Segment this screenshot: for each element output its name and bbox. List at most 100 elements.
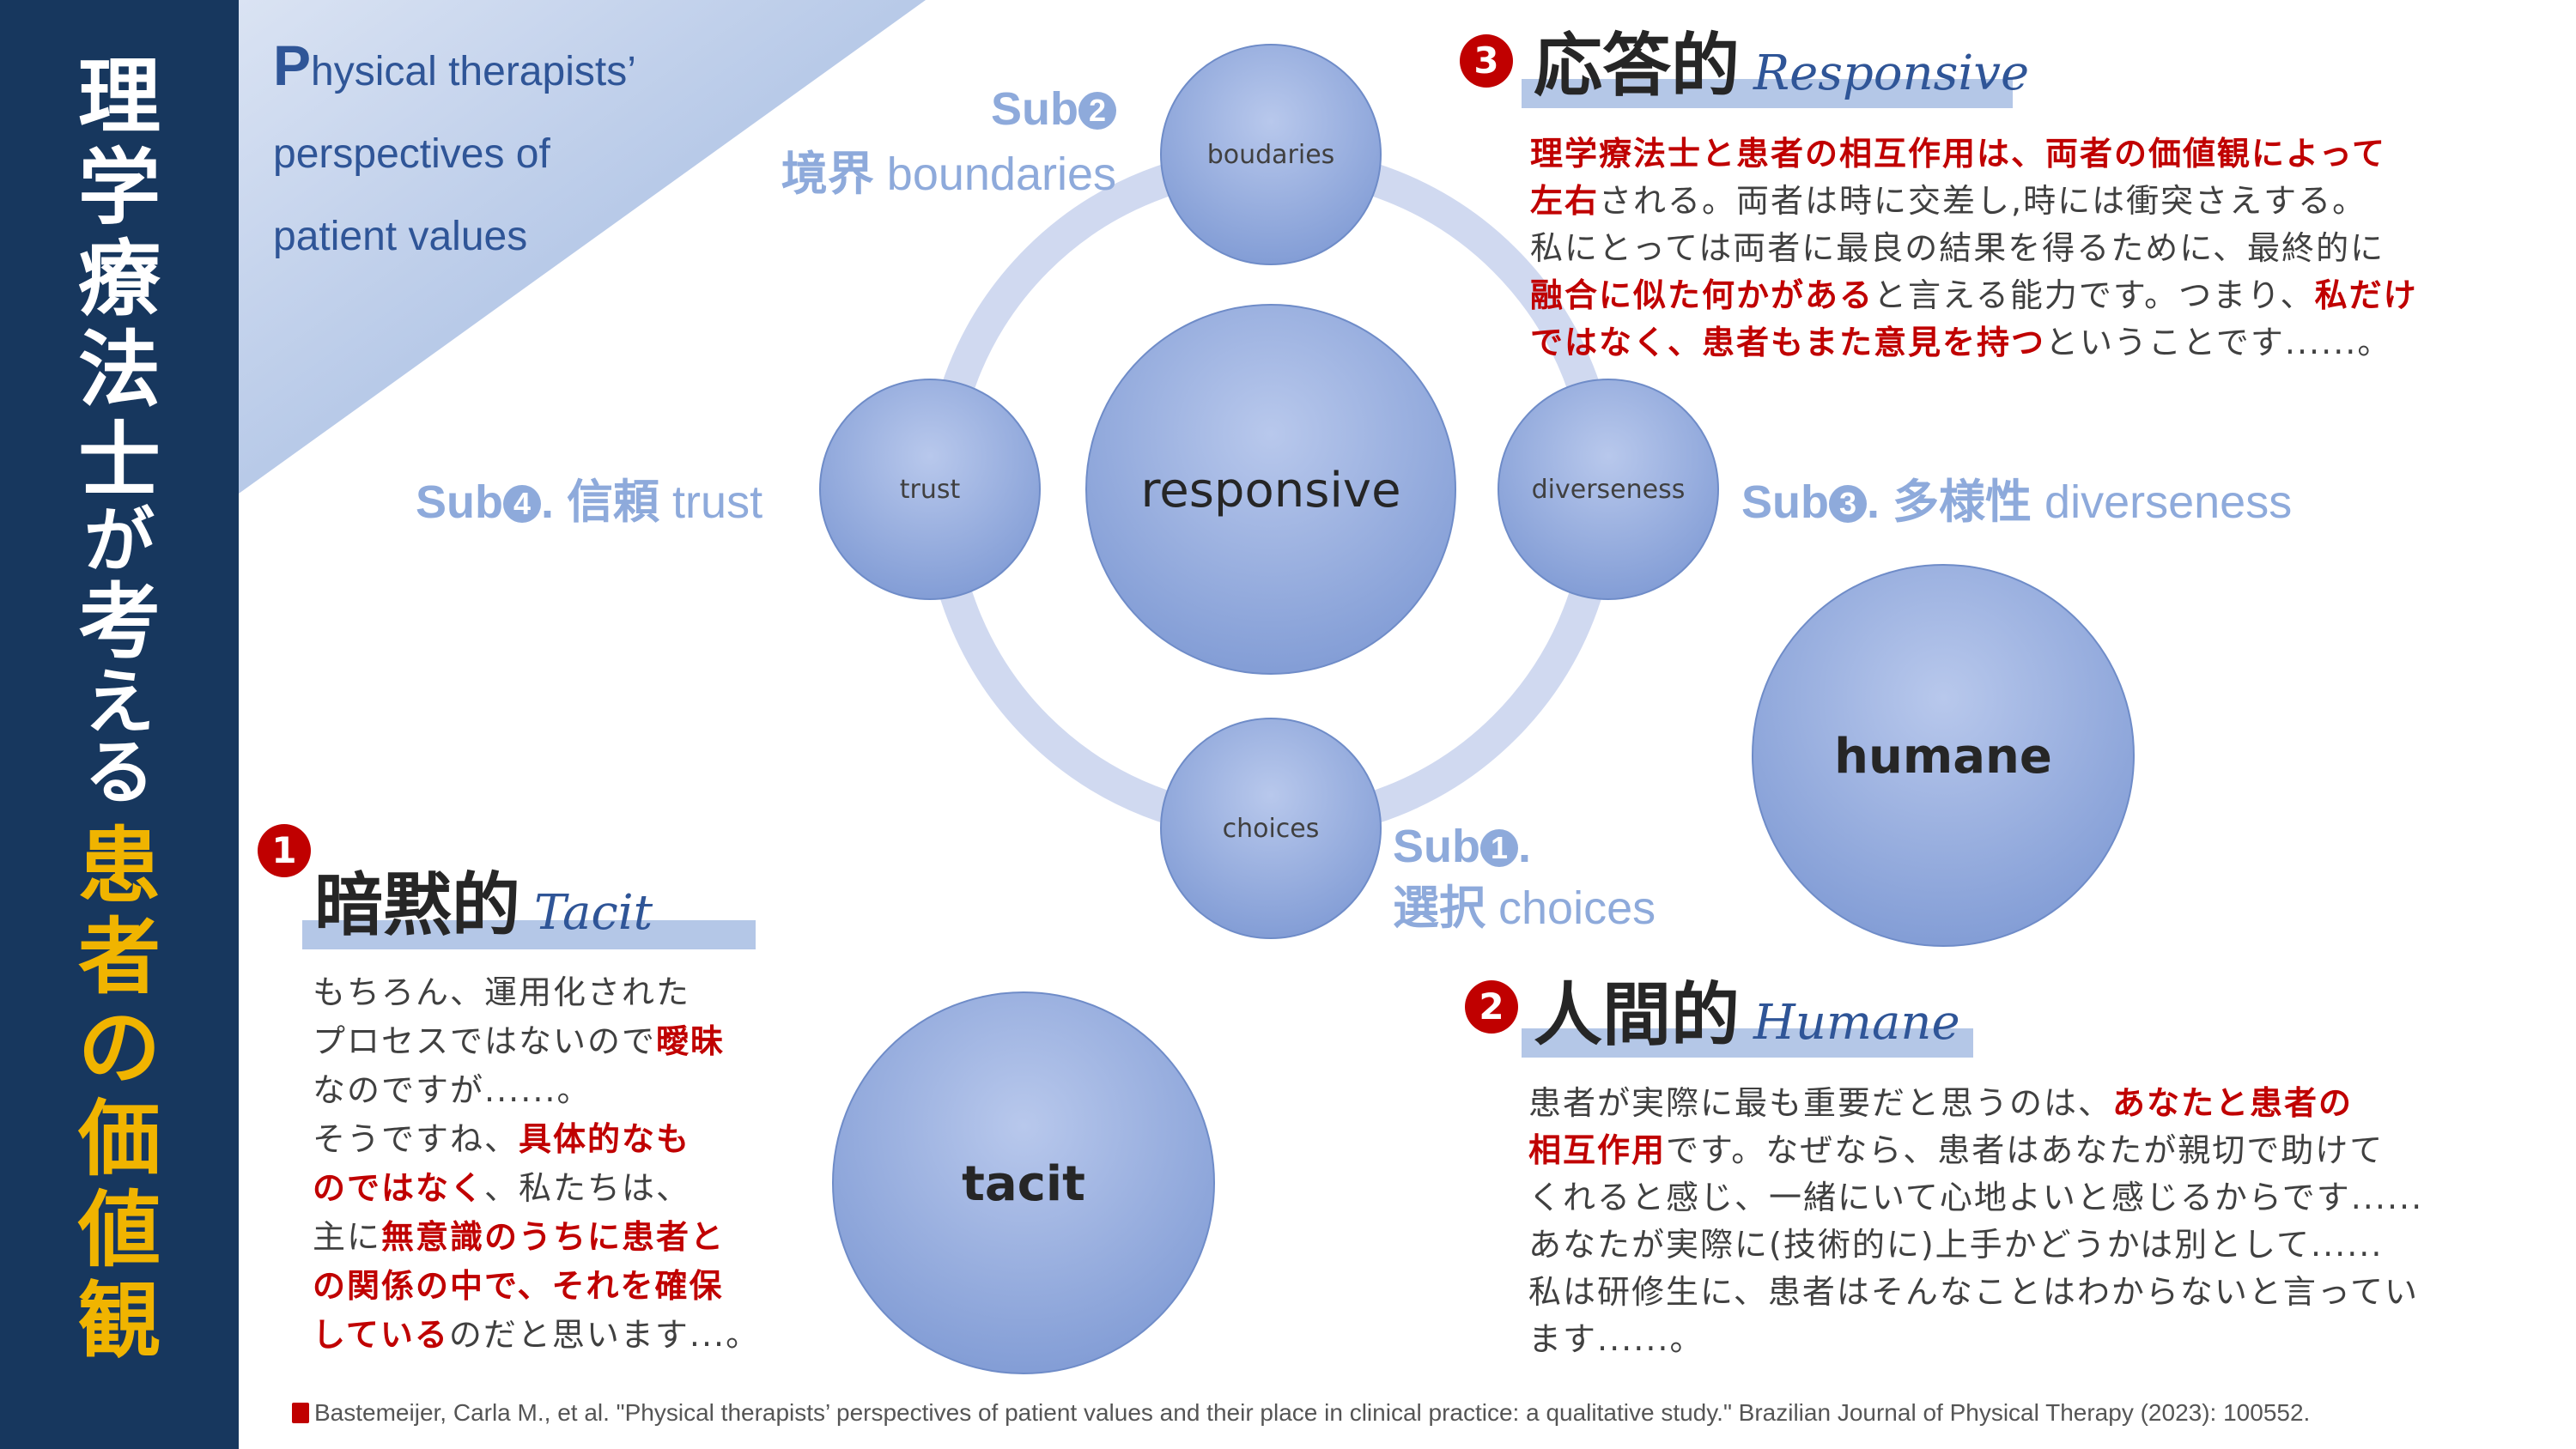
node-trust	[819, 379, 1041, 600]
vertical-title-char: え	[83, 662, 155, 743]
tacit-quote-line: そうですね、具体的なも	[313, 1115, 760, 1164]
center-circle	[1085, 304, 1456, 675]
humane-quote-line: ます......。	[1528, 1316, 2423, 1363]
responsive-quote-line: 私にとっては両者に最良の結果を得るために、最終的に	[1530, 225, 2418, 272]
vertical-title-char: 理	[78, 49, 161, 145]
sub4-number: 4	[503, 485, 541, 523]
sidebar: 理学療法士が考える患者の価値観	[0, 0, 239, 1449]
vertical-title-char: が	[83, 500, 155, 582]
node-choices-label: choices	[1223, 814, 1320, 844]
sub3-suffix: .	[1867, 476, 1880, 528]
sub4-suffix: .	[541, 476, 555, 528]
humane-quote-text: ます......。	[1528, 1320, 1704, 1358]
tacit-quote-line: 主に無意識のうちに患者と	[313, 1213, 760, 1262]
header-title-cap: P	[273, 33, 312, 97]
sub1-number: 1	[1480, 829, 1518, 867]
sub4-jp: 信頼	[567, 476, 660, 528]
humane-quote-text: 私は研修生に、患者はそんなことはわからないと言ってい	[1528, 1273, 2419, 1311]
humane-quote-highlight: 相互作用	[1528, 1131, 1667, 1169]
vertical-title-char-highlight: 値	[78, 1182, 161, 1278]
sub2-number: 2	[1078, 92, 1116, 130]
humane-quote-line: 患者が実際に最も重要だと思うのは、あなたと患者の	[1528, 1080, 2423, 1127]
tacit-quote-text: なのですが......。	[313, 1071, 592, 1109]
node-choices	[1160, 718, 1382, 939]
node-diverseness	[1498, 379, 1719, 600]
header-title: Physical therapists’ perspectives of pat…	[273, 24, 636, 278]
humane-quote-text: 患者が実際に最も重要だと思うのは、	[1528, 1084, 2113, 1122]
tacit-title-jp: 暗黙的	[314, 865, 520, 945]
tacit-quote-line: プロセスではないので曖昧	[313, 1017, 760, 1066]
sub4-en: trust	[672, 476, 763, 528]
sub3-en: diverseness	[2044, 476, 2293, 528]
responsive-quote-highlight: ではなく、患者もまた意見を持つ	[1530, 324, 2046, 361]
sub4-prefix: Sub	[416, 476, 503, 528]
humane-quote-line: あなたが実際に(技術的に)上手かどうかは別として......	[1528, 1222, 2423, 1269]
responsive-quote-text: 私にとっては両者に最良の結果を得るために、最終的に	[1530, 229, 2385, 267]
responsive-title-jp: 応答的	[1534, 26, 1740, 106]
humane-quote-line: くれると感じ、一緒にいて心地よいと感じるからです......	[1528, 1174, 2423, 1222]
humane-circle	[1752, 564, 2135, 947]
humane-quote-highlight: あなたと患者の	[2112, 1084, 2354, 1122]
vertical-title-char-highlight: 観	[78, 1273, 161, 1369]
humane-quote-text: あなたが実際に(技術的に)上手かどうかは別として......	[1528, 1226, 2384, 1264]
responsive-quote-highlight: 私だけ	[2314, 276, 2418, 314]
tacit-quote-text: 、私たちは、	[484, 1169, 691, 1207]
sub1-suffix: .	[1518, 821, 1532, 872]
vertical-title-char-highlight: 者	[78, 909, 161, 1005]
tacit-number-badge: 1	[258, 824, 311, 877]
node-trust-label: trust	[900, 475, 961, 505]
responsive-quote: 理学療法士と患者の相互作用は、両者の価値観によって左右される。両者は時に交差し,…	[1530, 130, 2418, 367]
responsive-quote-line: 理学療法士と患者の相互作用は、両者の価値観によって	[1530, 130, 2418, 178]
vertical-title-char: る	[83, 732, 155, 814]
tacit-quote-text: プロセスではないので	[313, 1022, 657, 1060]
node-diverseness-label: diverseness	[1532, 475, 1686, 505]
sub1-en: choices	[1498, 882, 1656, 934]
tacit-quote-highlight: 無意識のうちに患者と	[381, 1218, 726, 1256]
tacit-quote-highlight: している	[313, 1316, 449, 1354]
sub3-jp: 多様性	[1893, 476, 2032, 528]
header-title-line-1: hysical therapists’	[311, 49, 636, 94]
center-circle-label: responsive	[1140, 463, 1400, 518]
tacit-quote-highlight: の関係の中で、それを確保	[313, 1267, 724, 1305]
tacit-quote-line: の関係の中で、それを確保	[313, 1262, 760, 1311]
humane-underbar	[1522, 1028, 1973, 1058]
responsive-number-badge: 3	[1460, 34, 1513, 88]
sub1-prefix: Sub	[1393, 821, 1480, 872]
tacit-quote-highlight: 曖昧	[656, 1022, 726, 1060]
header-title-line-2: perspectives of	[273, 131, 550, 177]
sub3-prefix: Sub	[1741, 476, 1829, 528]
node-boundaries-label: boudaries	[1207, 140, 1335, 170]
humane-quote: 患者が実際に最も重要だと思うのは、あなたと患者の相互作用です。なぜなら、患者はあ…	[1528, 1080, 2423, 1363]
responsive-underbar	[1522, 79, 2013, 108]
humane-title-en: Humane	[1753, 995, 1960, 1051]
sub2-prefix: Sub	[991, 83, 1078, 135]
tacit-quote-line: のではなく、私たちは、	[313, 1164, 760, 1213]
tacit-circle	[832, 991, 1215, 1374]
vertical-title-char: 法	[78, 322, 161, 418]
citation: Bastemeijer, Carla M., et al. "Physical …	[292, 1399, 2310, 1427]
vertical-title-char-highlight: 価	[78, 1091, 161, 1187]
responsive-quote-text: される。両者は時に交差し,時には衝突さえする。	[1599, 182, 2367, 220]
responsive-quote-line: 融合に似た何かがあると言える能力です。つまり、私だけ	[1530, 272, 2418, 319]
humane-quote-line: 私は研修生に、患者はそんなことはわからないと言ってい	[1528, 1269, 2423, 1316]
vertical-title-char: 学	[78, 140, 161, 236]
sub2-jp: 境界	[781, 149, 874, 200]
responsive-quote-highlight: 左右	[1530, 182, 1600, 220]
tacit-quote-line: もちろん、運用化された	[313, 968, 760, 1017]
tacit-quote-highlight: 具体的なも	[519, 1120, 691, 1158]
responsive-quote-highlight: 融合に似た何かがある	[1530, 276, 1874, 314]
tacit-quote-text: のだと思います...。	[448, 1316, 761, 1354]
humane-quote-text: くれると感じ、一緒にいて心地よいと感じるからです......	[1528, 1179, 2424, 1216]
sub3-number: 3	[1829, 485, 1867, 523]
tacit-quote-text: もちろん、運用化された	[313, 973, 691, 1011]
responsive-quote-text: ということです......。	[2045, 324, 2392, 361]
tacit-quote-line: なのですが......。	[313, 1066, 760, 1115]
responsive-quote-line: 左右される。両者は時に交差し,時には衝突さえする。	[1530, 178, 2418, 225]
sub2-en: boundaries	[886, 149, 1116, 200]
